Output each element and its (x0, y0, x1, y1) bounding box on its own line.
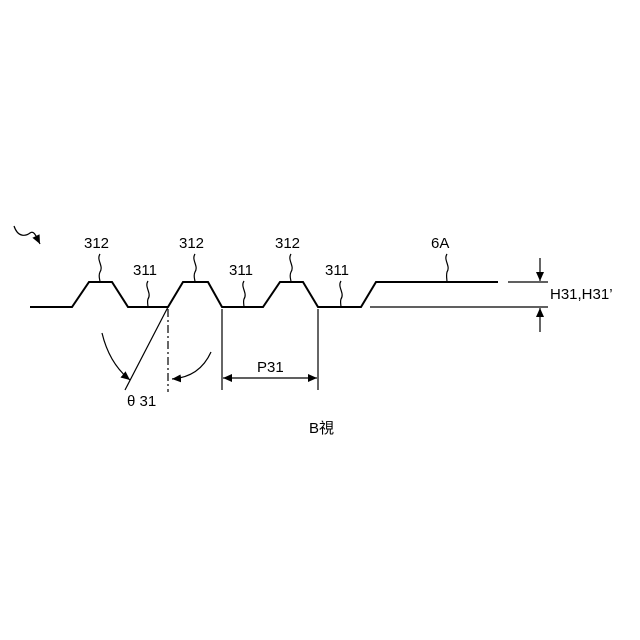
leader-312-a (99, 254, 101, 282)
height-label: H31,H31’ (550, 286, 613, 303)
reference-arrow (14, 226, 40, 244)
angle-arc-left (102, 333, 130, 380)
angle-arc-right (172, 352, 211, 379)
leader-311-b (243, 281, 245, 307)
leader-311-c (340, 281, 342, 307)
profile-line (30, 282, 360, 307)
pitch-label: P31 (257, 359, 284, 376)
leader-312-c (290, 254, 292, 282)
leader-6a (446, 254, 448, 282)
angle-label: θ 31 (127, 393, 156, 410)
label-312-b: 312 (179, 235, 204, 252)
label-312-a: 312 (84, 235, 109, 252)
label-6a: 6A (431, 235, 449, 252)
label-312-c: 312 (275, 235, 300, 252)
leader-312-b (194, 254, 196, 282)
angle-flank-line (125, 307, 168, 390)
leader-311-a (147, 281, 149, 307)
profile-line-segment-2 (360, 282, 498, 307)
view-caption: B視 (309, 420, 334, 437)
label-311-b: 311 (229, 262, 253, 279)
label-311-c: 311 (325, 262, 349, 279)
label-311-a: 311 (133, 262, 157, 279)
